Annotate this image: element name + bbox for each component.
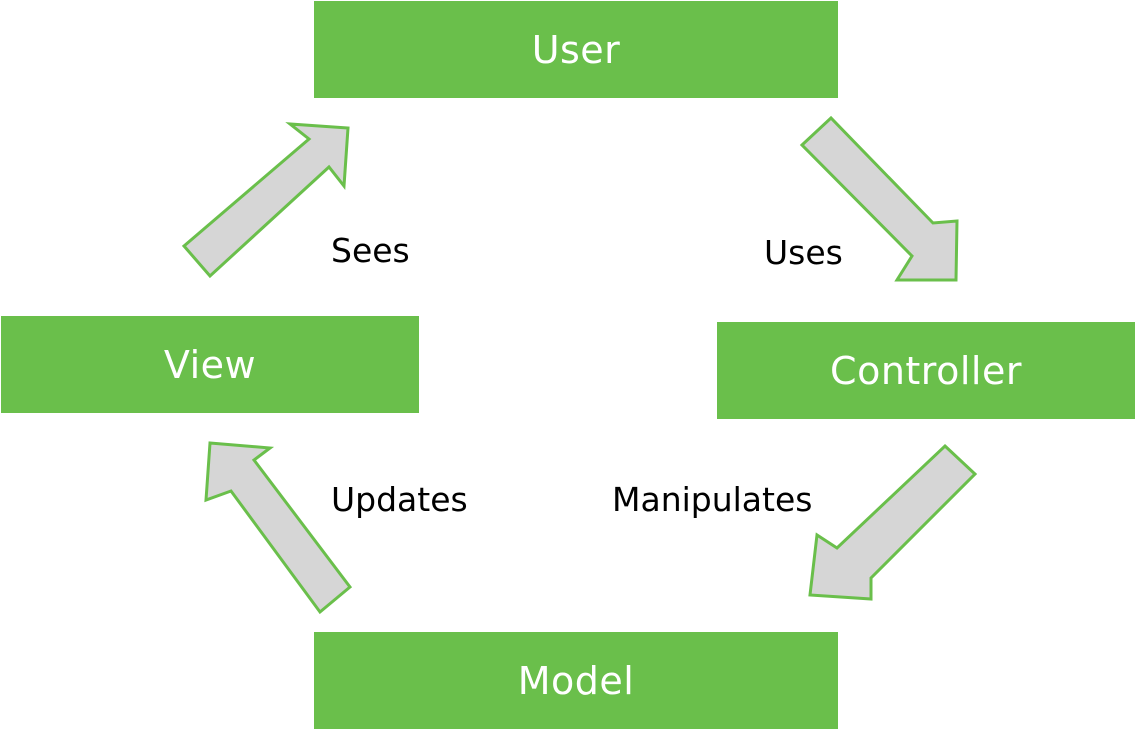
- arrow-controller-to-model: [808, 443, 978, 601]
- arrow-user-to-controller: [799, 115, 959, 282]
- node-view: View: [1, 316, 419, 413]
- node-user: User: [314, 1, 838, 98]
- edge-label-manipulates: Manipulates: [612, 480, 813, 519]
- node-model: Model: [314, 632, 838, 729]
- edge-label-uses: Uses: [764, 233, 843, 272]
- arrow-view-to-user: [181, 122, 350, 279]
- node-controller: Controller: [717, 322, 1135, 419]
- edge-label-updates: Updates: [331, 480, 468, 519]
- edge-label-sees: Sees: [331, 231, 410, 270]
- arrow-model-to-view: [204, 441, 353, 615]
